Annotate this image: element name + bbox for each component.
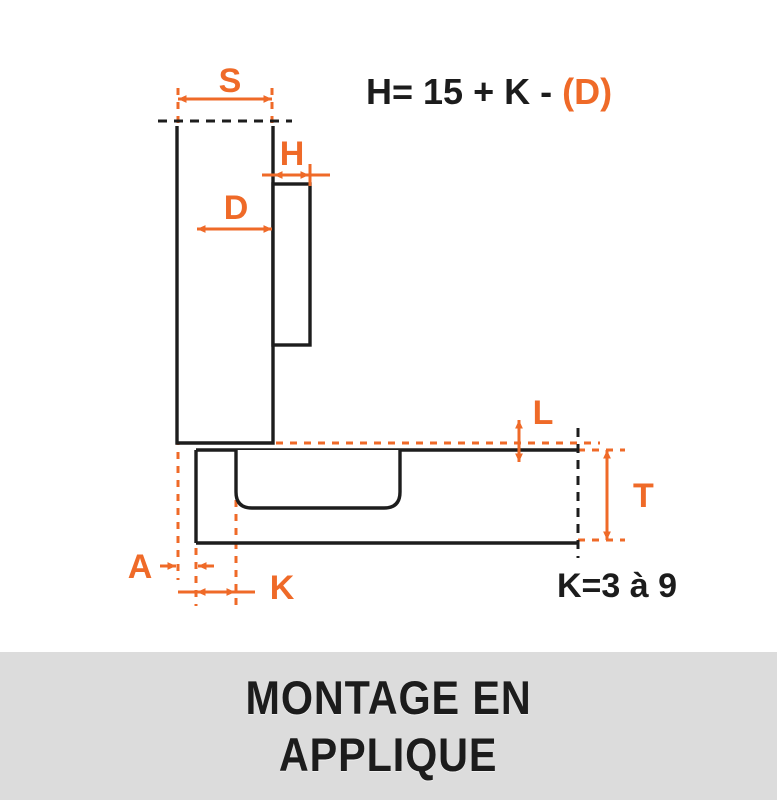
formula-black-part: H= 15 + K -: [366, 71, 562, 112]
cabinet-side-panel: [194, 448, 578, 545]
caption-line-2: APPLIQUE: [279, 728, 498, 781]
dimension-l-label: L: [533, 394, 554, 432]
formula-orange-part: (D): [562, 71, 612, 112]
dimension-h: H: [262, 135, 330, 186]
k-range-note: K=3 à 9: [557, 567, 677, 605]
k-range-note-text: K=3 à 9: [557, 567, 677, 605]
caption-band: MONTAGE EN APPLIQUE: [0, 652, 777, 800]
dimension-t-label: T: [633, 477, 654, 515]
dimension-t: T: [603, 450, 654, 540]
formula-annotation: H= 15 + K - (D): [366, 71, 612, 112]
dimension-d: D: [197, 189, 272, 233]
dimension-l: L: [515, 394, 554, 462]
dimension-a-label: A: [128, 548, 153, 586]
dimension-d-label: D: [224, 189, 249, 227]
dimension-k: K: [178, 569, 295, 607]
dimension-a: A: [128, 548, 214, 586]
caption-line-1: MONTAGE EN: [245, 670, 532, 724]
dimension-s: S: [178, 62, 272, 103]
formula-text: H= 15 + K - (D): [366, 71, 612, 112]
hinge-cup-arm-outline: [271, 182, 312, 347]
door-panel: [175, 126, 275, 445]
technical-drawing: S H D L T: [128, 62, 677, 607]
hinge-cup-arm: [271, 182, 312, 347]
dimension-h-label: H: [280, 135, 305, 173]
dimension-k-label: K: [270, 569, 295, 607]
cup-bore-recess: [234, 450, 402, 510]
door-panel-outline: [175, 126, 275, 445]
drawing-canvas: S H D L T: [128, 62, 677, 607]
dimension-s-label: S: [219, 62, 242, 100]
